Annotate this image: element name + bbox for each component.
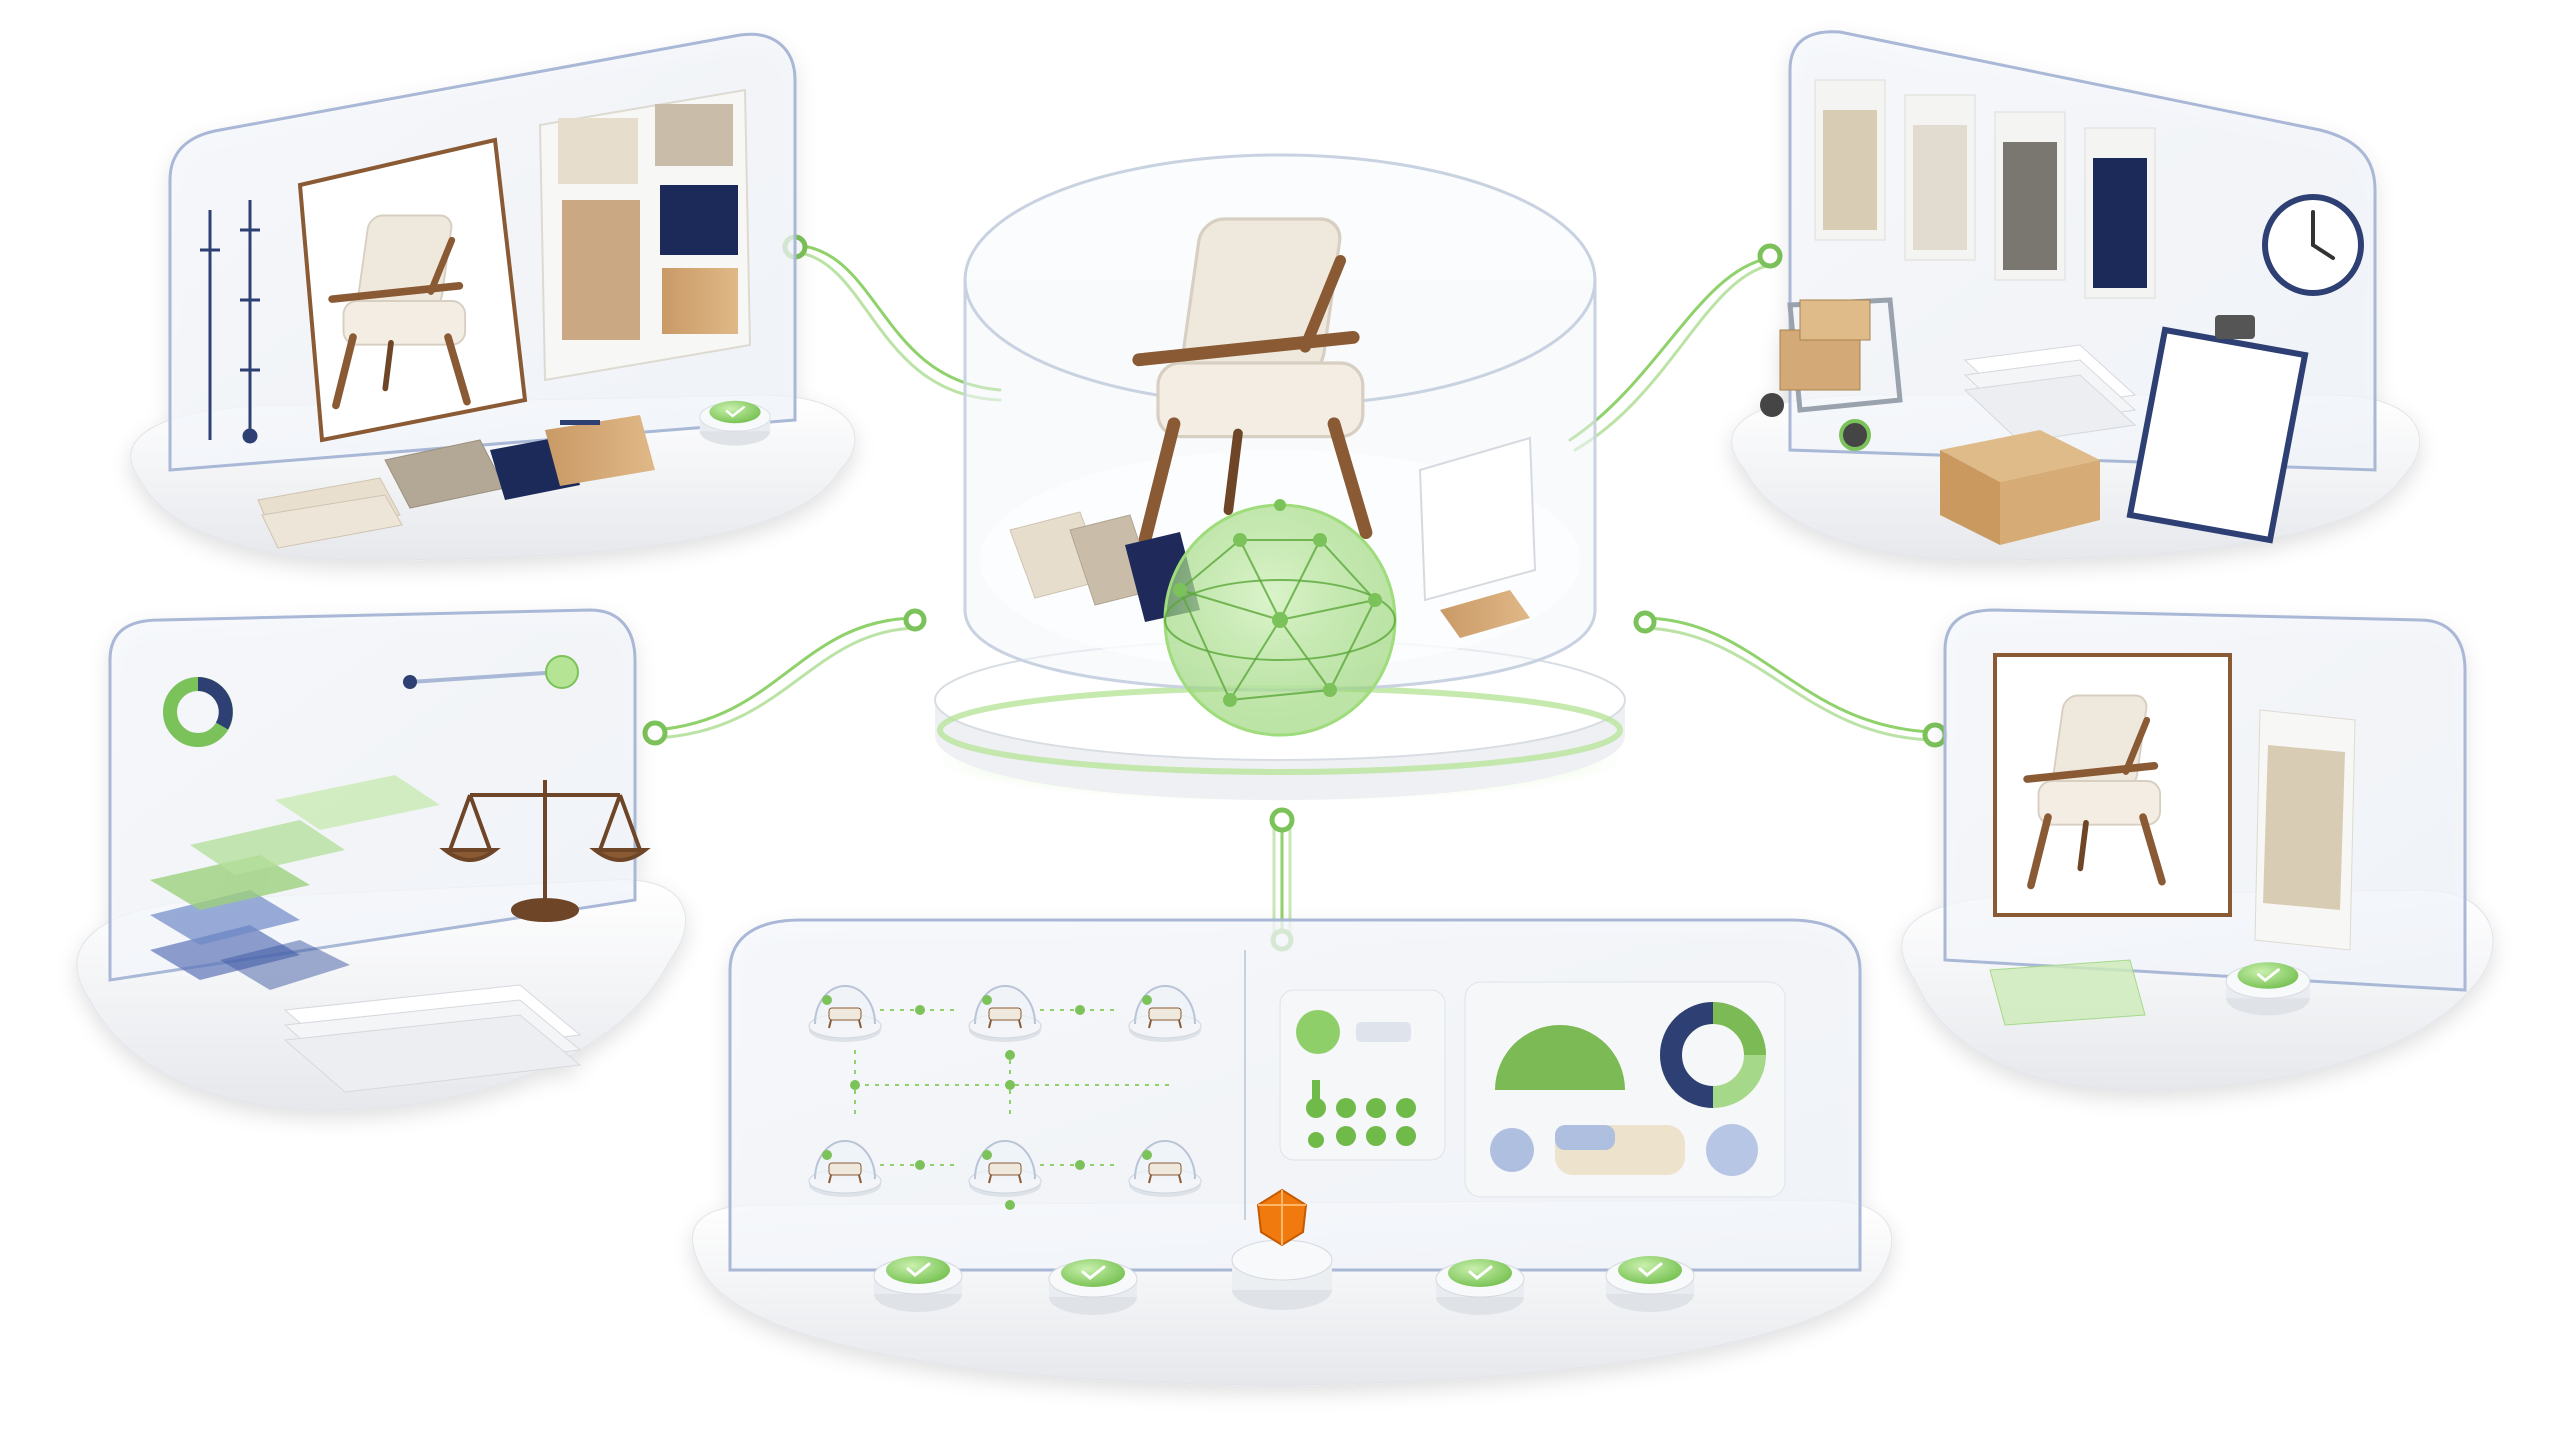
blank-panel — [1418, 436, 1537, 638]
donut-chart-icon — [163, 677, 233, 747]
room-scenario-domes — [808, 985, 1202, 1210]
donut-chart-icon — [1659, 1002, 1766, 1108]
module-design-review — [130, 32, 856, 561]
paper-stack — [1963, 344, 2137, 443]
network-sphere-icon — [1163, 499, 1397, 737]
module-final-approval — [1901, 608, 2494, 1091]
paper-stack — [283, 984, 582, 1093]
slider[interactable] — [403, 655, 579, 689]
module-compliance — [76, 608, 686, 1111]
approve-button[interactable] — [2224, 960, 2312, 1017]
stacked-layers — [150, 775, 440, 990]
fabric-swatch-board — [538, 88, 752, 382]
connectors — [653, 243, 1937, 942]
balance-scale-icon — [439, 780, 651, 922]
alert-button[interactable] — [1231, 1188, 1333, 1310]
central-product-pedestal — [934, 153, 1626, 802]
fabric-swatch — [2254, 709, 2356, 951]
folded-fabrics — [257, 415, 655, 549]
measure-guide — [200, 200, 260, 444]
hand-truck-icon — [1760, 297, 1903, 451]
settings-panel — [1279, 989, 1446, 1161]
semicircle-chart — [1495, 1025, 1625, 1090]
approve-button[interactable] — [698, 399, 772, 447]
wall-clock-icon — [2262, 194, 2364, 296]
approve-buttons-row — [872, 1188, 1696, 1317]
cardboard-boxes — [1940, 430, 2100, 545]
alert-gem-icon — [1256, 1188, 1308, 1247]
charts-panel — [1464, 981, 1786, 1198]
armchair-photo-frame — [1993, 653, 2232, 917]
armchair-photo-frame — [297, 137, 528, 443]
module-logistics — [1731, 30, 2420, 561]
tray — [1989, 959, 2146, 1026]
approve-button-4[interactable] — [1604, 1254, 1696, 1314]
approve-button-3[interactable] — [1434, 1257, 1526, 1317]
fabric-swatches-hanging — [1814, 79, 2156, 299]
module-scenario-dashboard — [692, 918, 1893, 1386]
approve-button-2[interactable] — [1047, 1257, 1139, 1317]
clipboard-icon — [2126, 315, 2309, 544]
approve-button-1[interactable] — [872, 1254, 964, 1314]
